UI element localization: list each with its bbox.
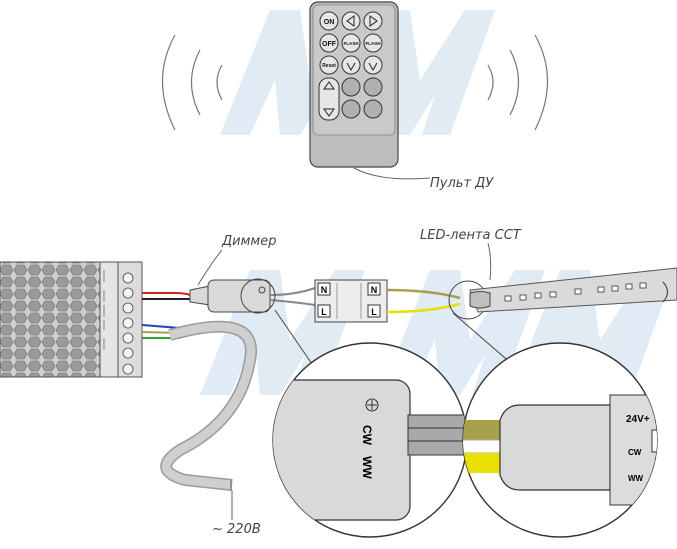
- remote-label: Пульт ДУ: [430, 176, 494, 191]
- on-button-label: ON: [324, 19, 335, 26]
- strip-ww-label: WW: [628, 474, 644, 483]
- mains-label: ~ 220В: [212, 522, 261, 537]
- connector-letter: L: [321, 307, 327, 317]
- watermark-logo: [200, 10, 675, 395]
- signal-waves-icon: [162, 34, 548, 131]
- strip-24v-label: 24V+: [626, 414, 650, 425]
- terminal-connector: N L N L: [314, 279, 388, 323]
- flash-button-label: FLASH: [344, 41, 359, 46]
- strip-cw-label: CW: [628, 448, 642, 457]
- reset-button-label: Reset: [322, 63, 336, 69]
- off-button-label: OFF: [322, 41, 337, 48]
- flash-button-label-2: FLASH: [366, 41, 381, 46]
- dimmer-label: Диммер: [222, 234, 277, 249]
- dimmer-cw-label: CW: [360, 425, 374, 446]
- connector-letter: L: [371, 307, 377, 317]
- connector-letter: N: [371, 285, 378, 295]
- dimmer-ww-label: WW: [360, 456, 374, 479]
- remote-control: ON OFF FLASH FLASH Reset: [309, 1, 399, 168]
- power-supply: [0, 261, 143, 378]
- zoom-strip-detail: 24V+ CW WW: [462, 342, 658, 538]
- connector-letter: N: [321, 285, 328, 295]
- led-strip-label: LED-лента ССТ: [420, 228, 521, 243]
- dimmer-device: [189, 279, 271, 313]
- led-strip: [469, 267, 677, 313]
